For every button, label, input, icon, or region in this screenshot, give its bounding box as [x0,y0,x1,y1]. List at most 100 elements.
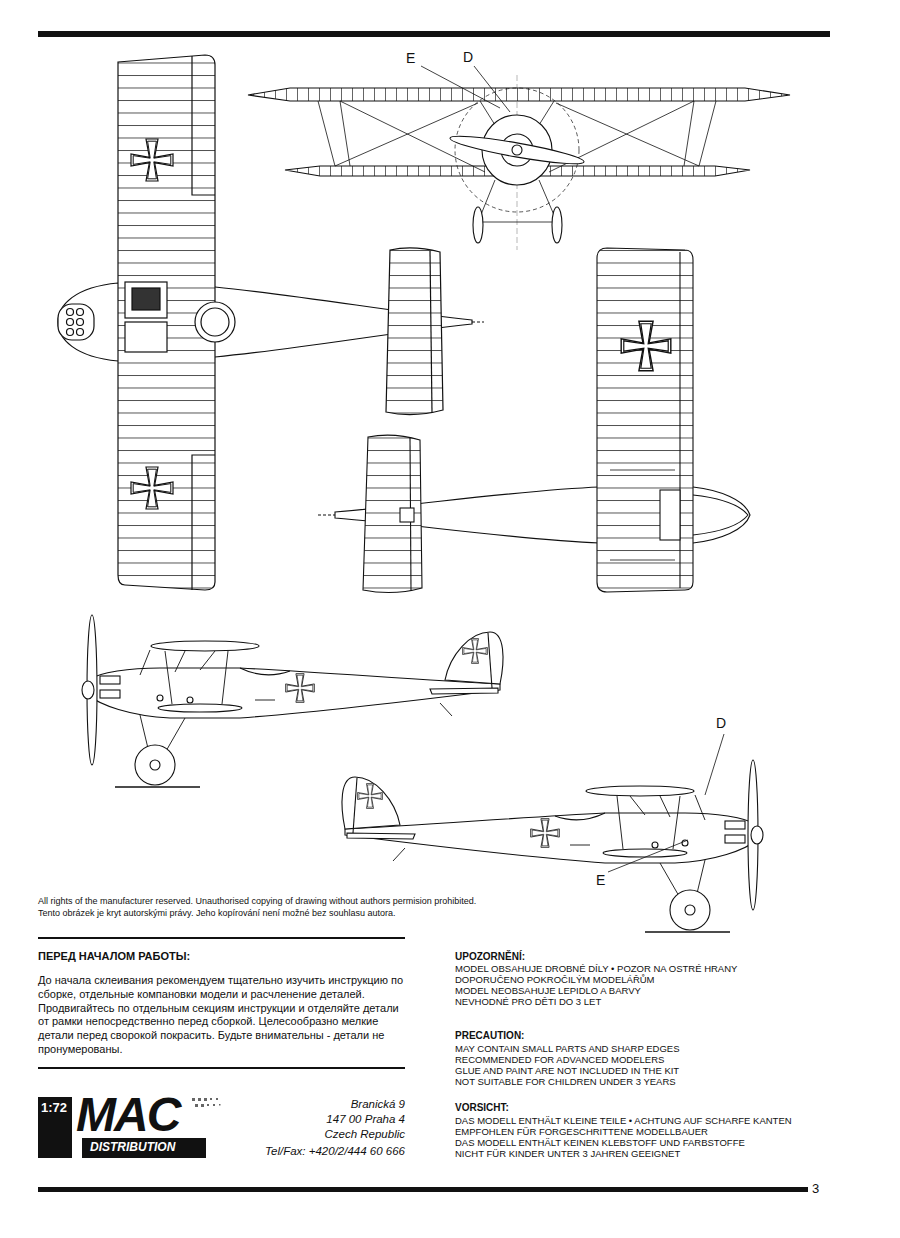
underside-view [318,514,335,515]
plan-view [472,321,484,322]
front-view [248,66,790,250]
side-view [115,786,200,787]
warning-heading: UPOZORNĚNÍ: [455,951,525,963]
side-view [151,641,259,651]
warning-line: EMPFOHLEN FÜR FORGESCHRITTENE MODELLBAUE… [455,1126,708,1137]
section-heading: ПЕРЕД НАЧАЛОМ РАБОТЫ: [38,950,190,963]
page-rule [38,31,830,37]
underside-view [621,321,671,371]
underside-view [318,248,750,593]
side-view [440,703,452,716]
side-view [82,615,503,787]
logo-graphic [213,1104,215,1106]
front-view [248,88,790,101]
plan-view [77,319,84,326]
front-view [340,101,350,166]
logo-text: DISTRIBUTION [90,1140,175,1154]
plan-view [67,329,74,336]
warning-line: RECOMMENDED FOR ADVANCED MODELERS [455,1054,664,1065]
underside-view [660,490,680,540]
side-view [100,690,120,698]
warning-line: MAY CONTAIN SMALL PARTS AND SHARP EDGES [455,1043,680,1054]
warning-line: NOT SUITABLE FOR CHILDREN UNDER 3 YEARS [455,1076,676,1087]
plan-view [201,308,229,336]
plan-view [67,309,74,316]
front-view [455,88,579,212]
side-view [286,674,315,703]
logo-graphic [192,1098,221,1107]
logo-graphic [195,1104,198,1107]
side-view [175,651,185,672]
page-rule [38,31,830,1192]
warning-line: DAS MODELL ENTHÄLT KLEINE TEILE • ACHTUN… [455,1115,792,1126]
side-view [88,668,500,718]
front-view [552,207,562,243]
side-view [463,639,488,664]
logo-graphic [219,1104,221,1106]
underside-view [610,470,675,471]
logo-graphic [198,1098,201,1101]
plan-view [58,304,94,340]
plan-view [67,319,74,326]
leader-line [608,734,724,872]
callout-letter: E [406,50,415,67]
page-rule [38,937,405,939]
logo-scale: 1:72 [41,1100,67,1116]
side-view [140,650,452,765]
plan-view [77,309,84,316]
logo-graphic [204,1098,207,1101]
logo-graphic [38,1097,72,1158]
underside-view [400,508,414,522]
side-view [200,651,215,670]
side-view [158,704,242,712]
front-view [539,101,554,125]
warning-line: NICHT FÜR KINDER UNTER 3 JAHREN GEEIGNET [455,1148,680,1159]
plan-view [131,467,173,509]
side-view [222,651,228,704]
page-number: 3 [812,1181,819,1197]
logo-text: MAC [76,1086,179,1144]
side-view [140,650,150,675]
front-view [684,101,694,166]
side-view [150,760,160,770]
plan-view [125,282,167,318]
address-line: Tel/Fax: +420/2/444 60 666 [265,1145,405,1159]
callout-letter: E [596,872,605,889]
copyright-note: All rights of the manufacturer reserved.… [38,896,476,907]
callout-letter: D [716,715,726,732]
underside-view [610,560,675,561]
plan-view [195,302,235,342]
side-view [82,681,94,699]
side-view [187,697,193,703]
side-view [255,700,275,701]
plan-view [77,329,84,336]
logo-graphic [216,1098,218,1100]
warning-heading: PRECAUTION: [455,1030,524,1042]
leader-line [705,734,724,795]
side-view [445,632,503,684]
logo-graphic [210,1098,212,1100]
side-view [165,651,172,704]
front-view [474,66,510,112]
warning-line: DOPORUČENO POKROČILÝM MODELÁŘŮM [455,974,655,985]
side-view [135,745,175,785]
front-view [449,131,585,168]
warning-line: MODEL OBSAHUJE DROBNÉ DÍLY • POZOR NA OS… [455,963,737,974]
plan-view [125,322,167,352]
leader-line [608,840,688,872]
side-view [157,695,163,701]
callout-letter: D [463,49,473,66]
instruction-text: До начала склеивания рекомендуем тщатель… [38,974,408,1057]
side-view [430,688,498,694]
plan-view [132,288,160,310]
warning-heading: VORSICHT: [455,1102,509,1114]
address-line: 147 00 Praha 4 [326,1113,405,1127]
front-view [512,145,522,155]
plan-view [386,248,443,415]
front-view [318,101,716,222]
warning-line: DAS MODELL ENTHÄLT KEINEN KLEBSTOFF UND … [455,1137,745,1148]
page-rule [38,1187,808,1192]
address-line: Branická 9 [351,1098,405,1112]
